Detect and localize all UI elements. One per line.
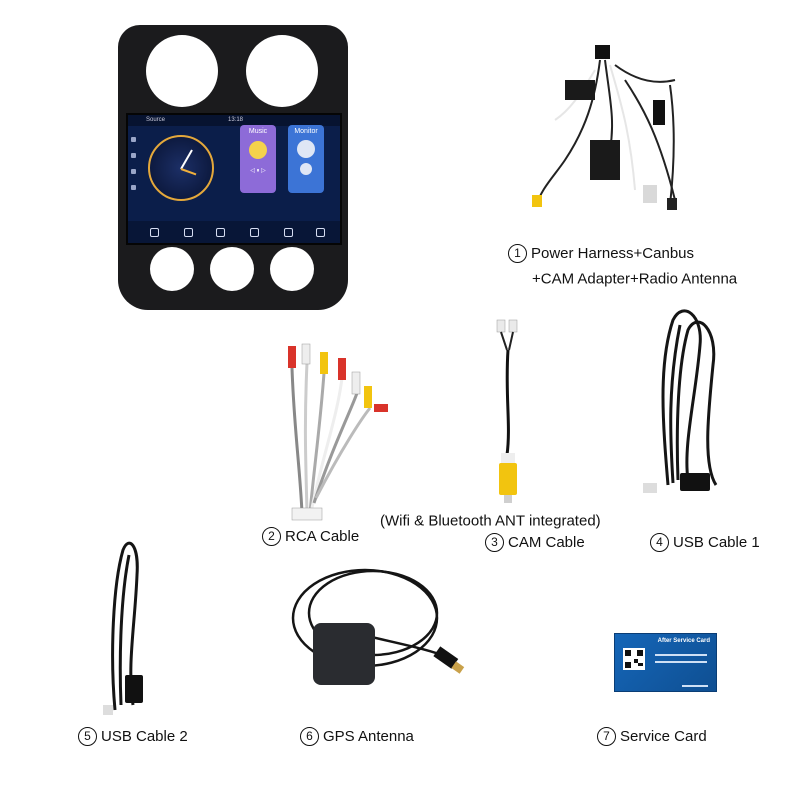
item-number-7: 7	[597, 727, 616, 746]
usb-cable-1-image	[643, 309, 718, 493]
music-controls-icon: ◁ ⏸ ▷	[250, 168, 266, 174]
head-unit-screen: Source 13:18 Music ◁ ⏸ ▷ Monitor	[126, 113, 342, 245]
music-disc-icon	[249, 141, 267, 159]
music-card-title: Music	[248, 128, 268, 135]
monitor-button-icon	[300, 163, 312, 175]
item-number-4: 4	[650, 533, 669, 552]
screen-dock	[128, 221, 340, 243]
item-number-1: 1	[508, 244, 527, 263]
head-unit-image: Source 13:18 Music ◁ ⏸ ▷ Monitor	[118, 25, 348, 310]
status-source-text: Source	[146, 117, 166, 123]
knob-hole-1	[150, 247, 194, 291]
monitor-card-title: Monitor	[294, 128, 318, 135]
status-time-text: 13:18	[228, 117, 244, 123]
music-card: Music ◁ ⏸ ▷	[240, 125, 276, 193]
item-note-3: (Wifi & Bluetooth ANT integrated)	[380, 512, 601, 530]
power-harness-image	[532, 45, 677, 210]
item-label-1b: +CAM Adapter+Radio Antenna	[532, 270, 738, 288]
analog-clock-icon	[148, 135, 214, 201]
monitor-card: Monitor	[288, 125, 324, 193]
service-card-image: After Service Card	[614, 633, 717, 692]
knob-hole-2	[210, 247, 254, 291]
usb-cable-2-image	[103, 541, 143, 715]
rca-cable-image	[288, 343, 388, 521]
vent-hole-left	[146, 35, 218, 107]
item-number-2: 2	[262, 527, 281, 546]
service-card-line-2	[655, 661, 707, 663]
service-card-line-1	[655, 654, 707, 656]
item-number-6: 6	[300, 727, 319, 746]
item-number-5: 5	[78, 727, 97, 746]
screen-status-bar: Source 13:18	[128, 115, 340, 126]
vent-hole-right	[246, 35, 318, 107]
cam-cable-image	[496, 319, 518, 503]
service-card-title: After Service Card	[657, 638, 710, 644]
monitor-dial-icon	[297, 140, 315, 158]
item-number-3: 3	[485, 533, 504, 552]
gps-antenna-image	[291, 568, 465, 685]
qr-code-icon	[623, 648, 645, 670]
knob-hole-3	[270, 247, 314, 291]
service-card-line-3	[682, 685, 708, 687]
